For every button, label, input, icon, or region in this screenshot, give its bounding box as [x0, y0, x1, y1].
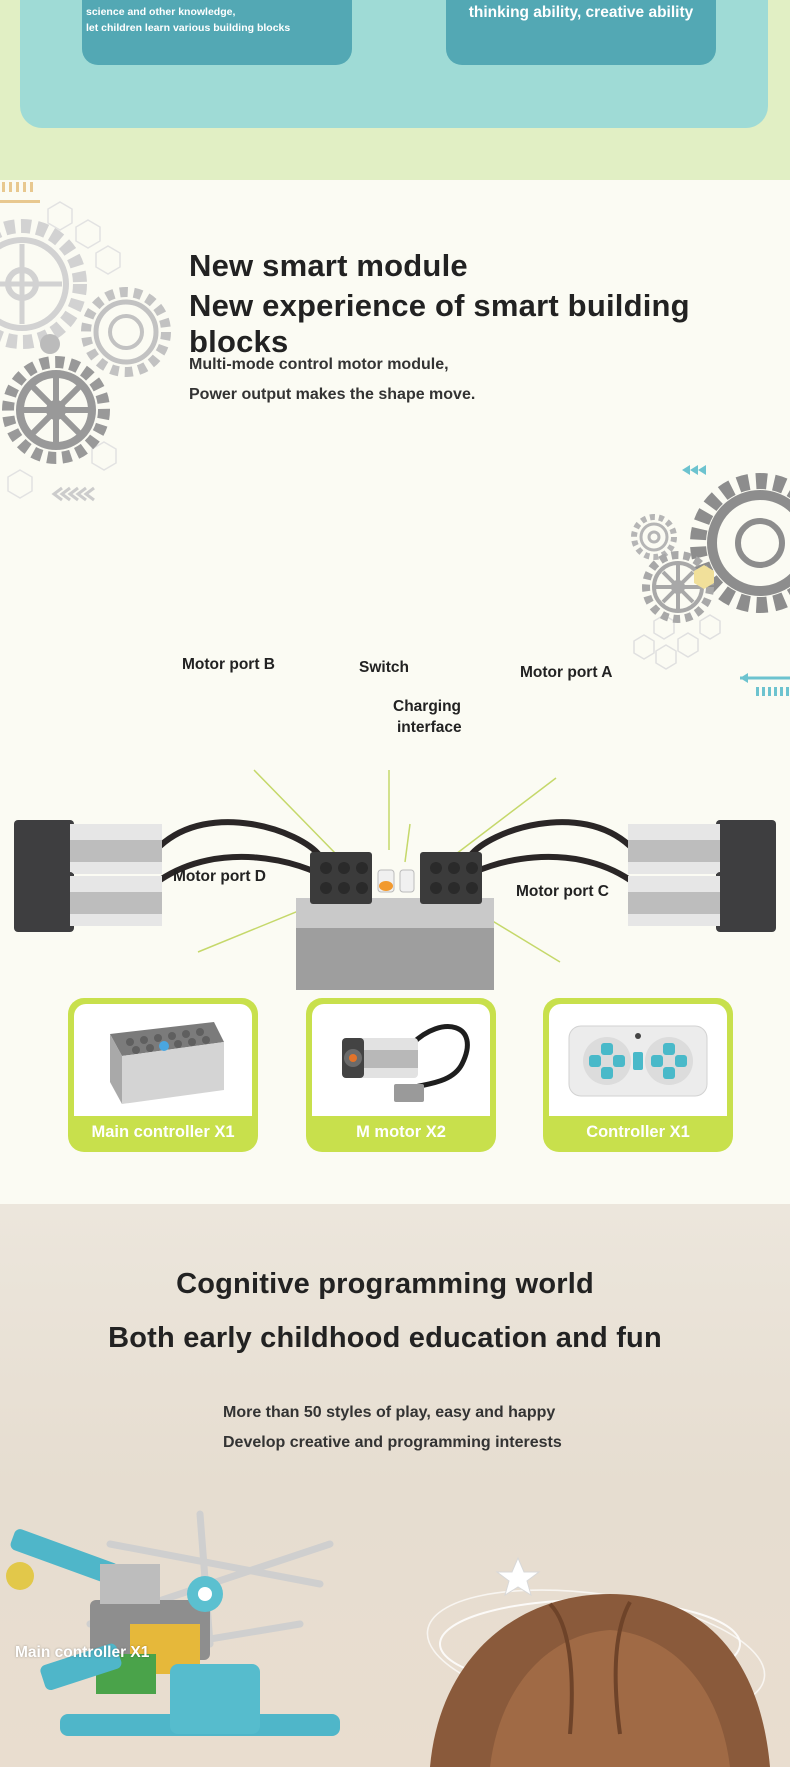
label-motor-port-a: Motor port A: [520, 664, 613, 681]
motor-icon: [342, 1024, 470, 1102]
photo-caption: Main controller X1: [15, 1644, 150, 1661]
cognitive-title-line1: Cognitive programming world: [176, 1268, 594, 1300]
motor-module-diagram: [14, 769, 776, 990]
intro-card-right: thinking ability, creative ability: [446, 0, 716, 65]
product-image: [74, 1004, 252, 1116]
product-card-main-controller: Main controller X1: [68, 998, 258, 1152]
battery-box-icon: [110, 1022, 224, 1104]
cognitive-title-line2: Both early childhood education and fun: [108, 1322, 662, 1354]
intro-card-line: let children learn various building bloc…: [86, 22, 291, 34]
battery-box: [296, 852, 494, 990]
label-charging-line1: Charging: [393, 698, 462, 715]
label-switch: Switch: [359, 659, 409, 676]
product-card-controller: Controller X1: [543, 998, 733, 1152]
module-title-line1: New smart module: [189, 248, 468, 283]
product-caption: Controller X1: [586, 1123, 690, 1141]
module-description-line2: Power output makes the shape move.: [189, 386, 476, 403]
product-caption: Main controller X1: [91, 1123, 235, 1141]
module-title-line2: New experience of smart building blocks: [189, 288, 690, 359]
motor-left: [14, 820, 162, 932]
label-motor-port-d: Motor port D: [173, 868, 266, 885]
child-photo: [426, 1556, 770, 1767]
cognitive-description-line1: More than 50 styles of play, easy and ha…: [223, 1404, 556, 1421]
smart-module-section: New smart module New experience of smart…: [0, 180, 790, 1204]
remote-controller-icon: [568, 1025, 708, 1097]
motor-right: [628, 820, 776, 932]
helicopter-model-image: [6, 1510, 340, 1736]
intro-card-left: science and other knowledge, let childre…: [82, 0, 352, 65]
intro-card-text: thinking ability, creative ability: [468, 4, 694, 21]
label-motor-port-c: Motor port C: [516, 883, 609, 900]
gears-decoration-left: [0, 182, 171, 502]
cognitive-description-line2: Develop creative and programming interes…: [223, 1434, 562, 1451]
product-card-m-motor: M motor X2: [306, 998, 496, 1152]
intro-card-line: science and other knowledge,: [86, 6, 236, 18]
label-motor-port-b: Motor port B: [182, 656, 275, 673]
product-caption: M motor X2: [356, 1123, 446, 1141]
product-image: [549, 1004, 727, 1116]
cognitive-section: Cognitive programming world Both early c…: [0, 1204, 790, 1767]
product-image: [312, 1004, 490, 1116]
label-charging-line2: interface: [397, 719, 462, 736]
intro-section: science and other knowledge, let childre…: [0, 0, 790, 180]
gears-decoration-right: [631, 465, 790, 696]
module-description-line1: Multi-mode control motor module,: [189, 356, 449, 373]
